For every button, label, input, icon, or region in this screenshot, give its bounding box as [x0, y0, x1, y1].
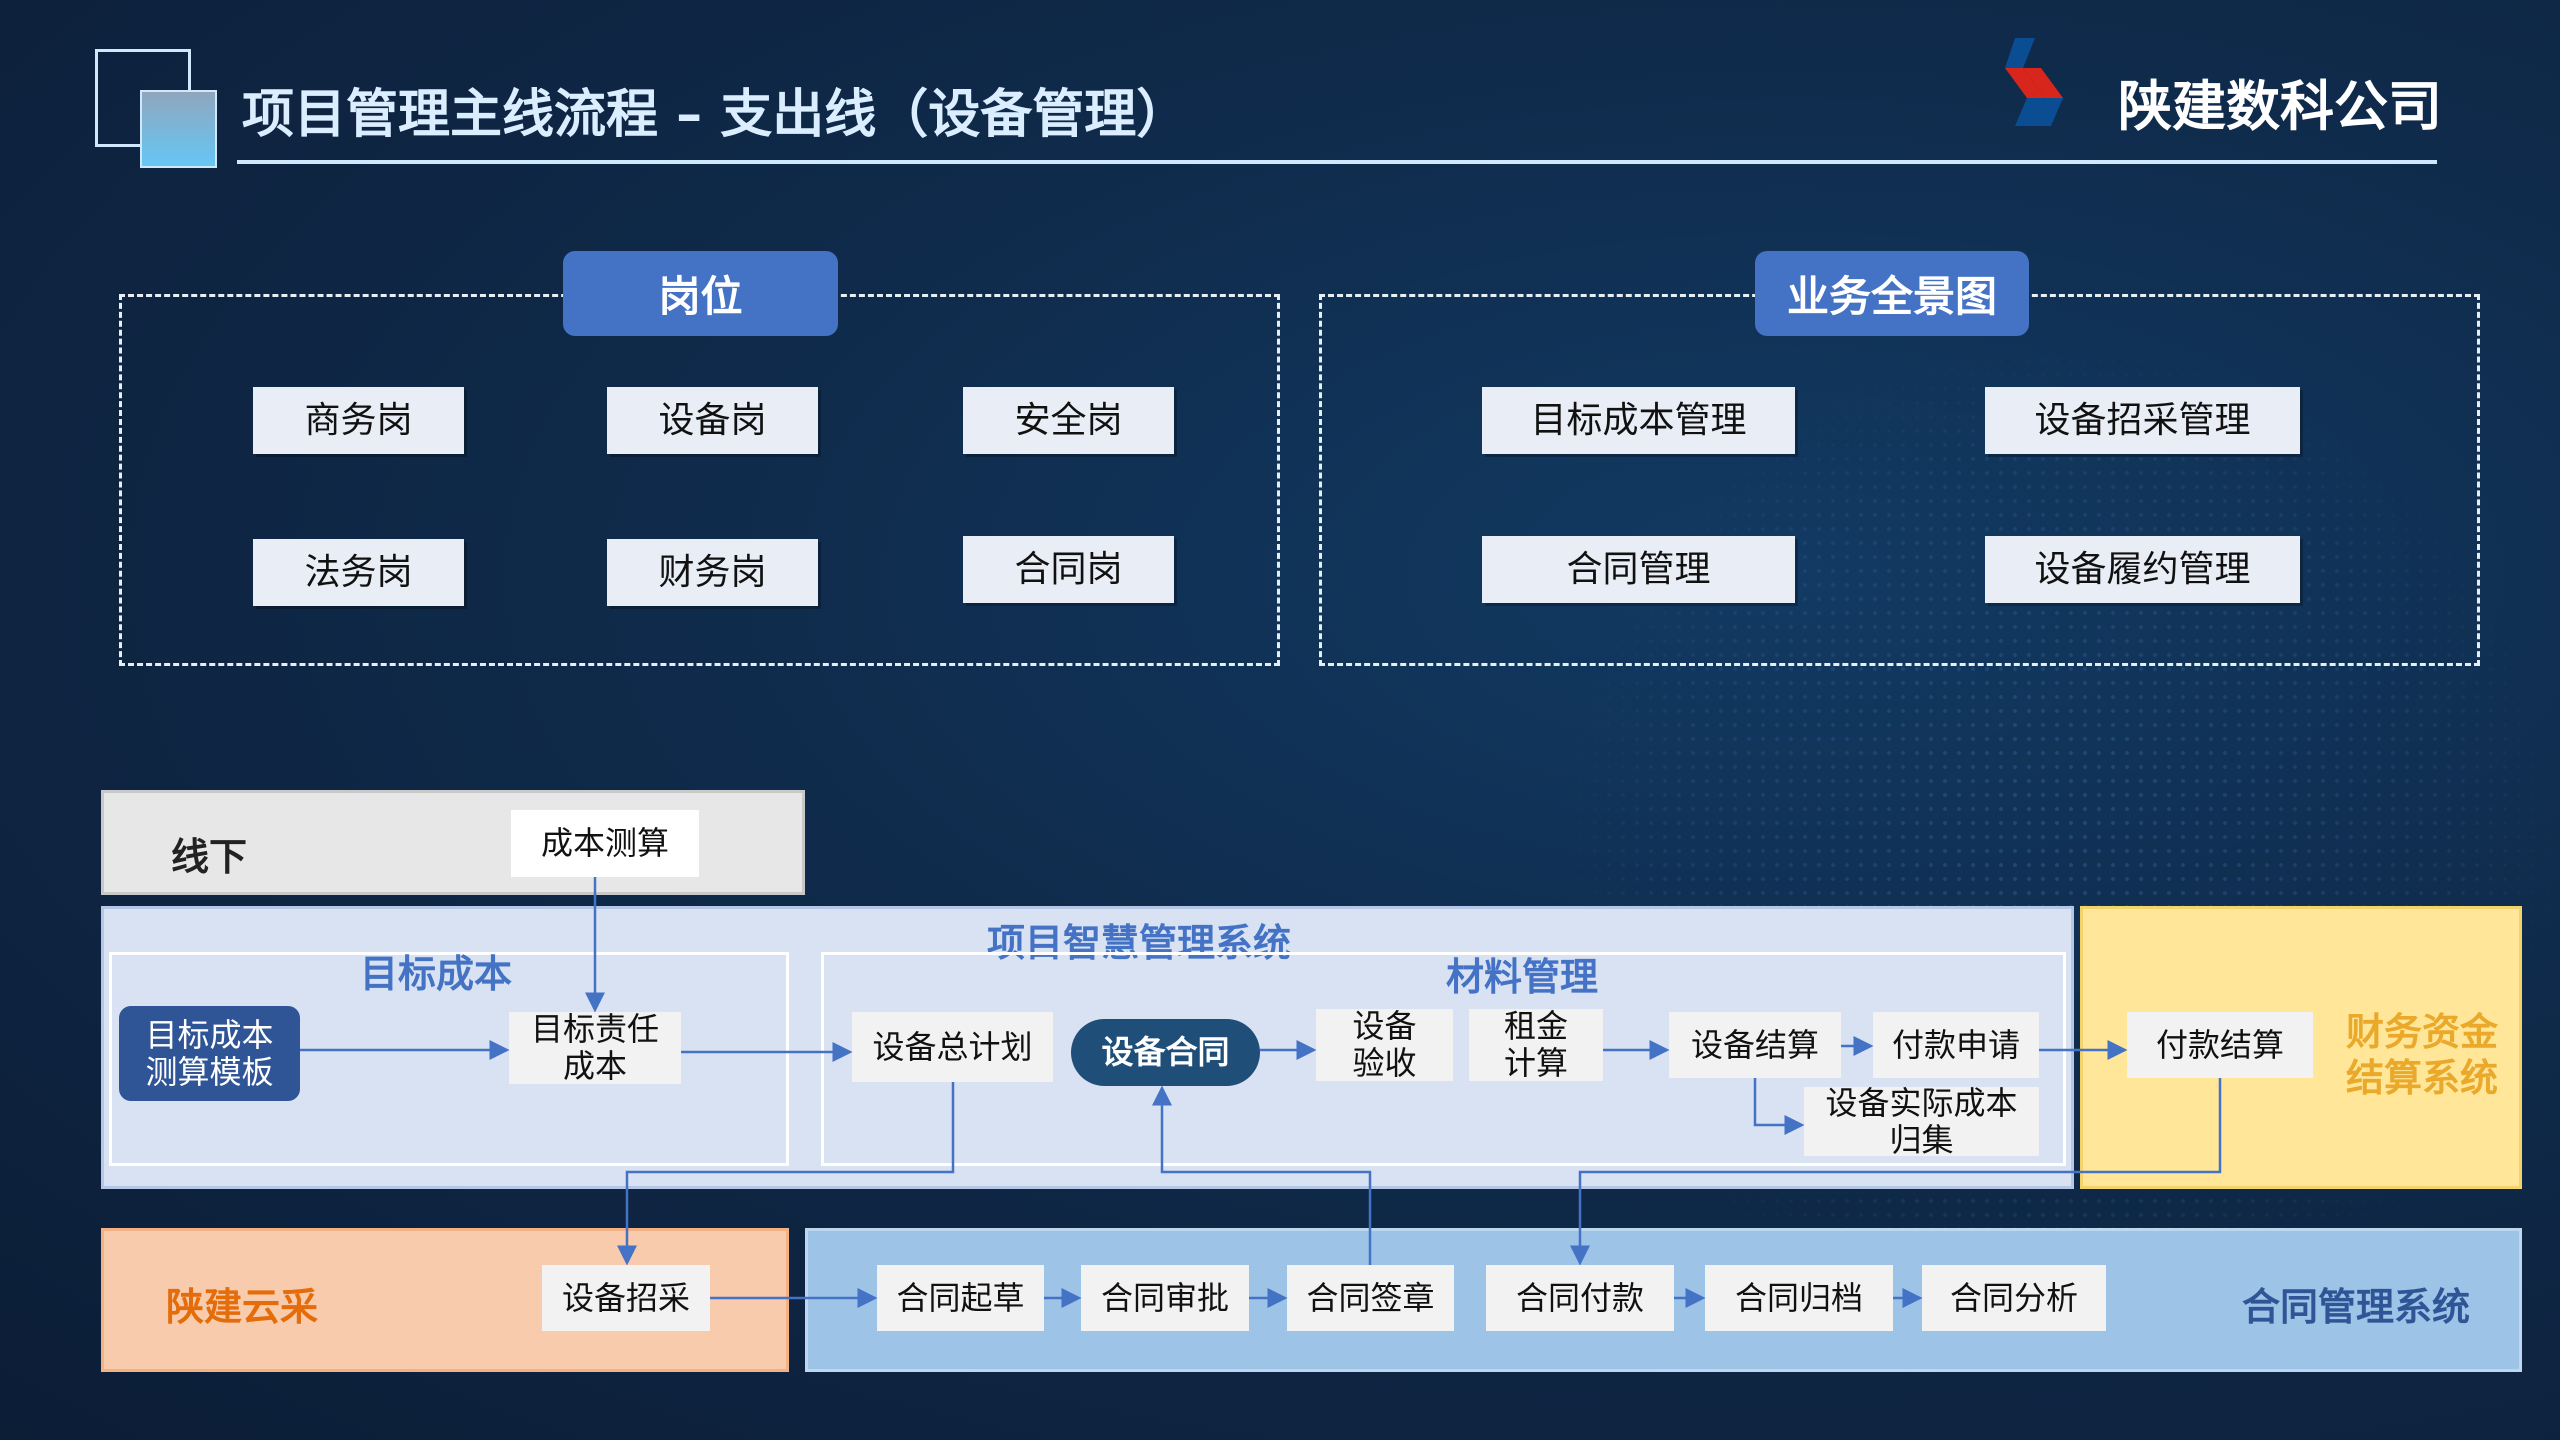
business-panel — [1319, 294, 2480, 666]
page-title: 项目管理主线流程 – 支出线（设备管理） — [242, 85, 1189, 145]
position-item[interactable]: 财务岗 — [607, 539, 818, 606]
contract-step[interactable]: 合同审批 — [1081, 1265, 1249, 1331]
target-cost-title: 目标成本 — [360, 952, 513, 996]
title-divider — [237, 160, 2437, 164]
business-item[interactable]: 设备履约管理 — [1985, 536, 2300, 603]
contract-step[interactable]: 合同归档 — [1705, 1265, 1893, 1331]
offline-label: 线下 — [171, 835, 248, 879]
company-logo-icon — [2005, 38, 2063, 126]
decor-square-filled — [140, 90, 217, 168]
position-item[interactable]: 设备岗 — [607, 387, 818, 454]
equipment-acceptance[interactable]: 设备 验收 — [1316, 1008, 1453, 1081]
equipment-settlement[interactable]: 设备结算 — [1669, 1012, 1841, 1078]
equipment-plan[interactable]: 设备总计划 — [852, 1012, 1053, 1082]
business-item[interactable]: 合同管理 — [1482, 536, 1795, 603]
position-item[interactable]: 合同岗 — [963, 536, 1174, 603]
position-item[interactable]: 法务岗 — [253, 539, 464, 606]
rent-calc[interactable]: 租金 计算 — [1469, 1008, 1603, 1081]
payment-request[interactable]: 付款申请 — [1873, 1012, 2039, 1078]
positions-label: 岗位 — [563, 251, 838, 336]
responsibility-cost[interactable]: 目标责任 成本 — [509, 1011, 681, 1084]
business-item[interactable]: 目标成本管理 — [1482, 387, 1795, 454]
finance-title: 财务资金 结算系统 — [2346, 1010, 2499, 1100]
target-cost-template[interactable]: 目标成本 测算模板 — [119, 1006, 300, 1101]
contract-system-title: 合同管理系统 — [2242, 1285, 2471, 1329]
cost-calc-box[interactable]: 成本测算 — [511, 810, 699, 877]
equipment-procurement[interactable]: 设备招采 — [542, 1265, 710, 1331]
business-item[interactable]: 设备招采管理 — [1985, 387, 2300, 454]
company-name: 陕建数科公司 — [2118, 75, 2442, 138]
payment-settlement[interactable]: 付款结算 — [2127, 1012, 2313, 1078]
pms-title: 项目智慧管理系统 — [987, 921, 1292, 965]
material-group — [821, 952, 2066, 1166]
target-cost-group — [109, 952, 789, 1166]
contract-step[interactable]: 合同起草 — [877, 1265, 1044, 1331]
positions-panel — [119, 294, 1280, 666]
business-label: 业务全景图 — [1755, 251, 2029, 336]
contract-step[interactable]: 合同分析 — [1922, 1265, 2106, 1331]
equipment-contract[interactable]: 设备合同 — [1071, 1019, 1260, 1086]
cloud-title: 陕建云采 — [166, 1285, 319, 1329]
material-title: 材料管理 — [1446, 955, 1599, 999]
actual-cost-collection[interactable]: 设备实际成本 归集 — [1804, 1084, 2039, 1158]
contract-step[interactable]: 合同付款 — [1486, 1265, 1674, 1331]
contract-step[interactable]: 合同签章 — [1287, 1265, 1454, 1331]
position-item[interactable]: 商务岗 — [253, 387, 464, 454]
position-item[interactable]: 安全岗 — [963, 387, 1174, 454]
